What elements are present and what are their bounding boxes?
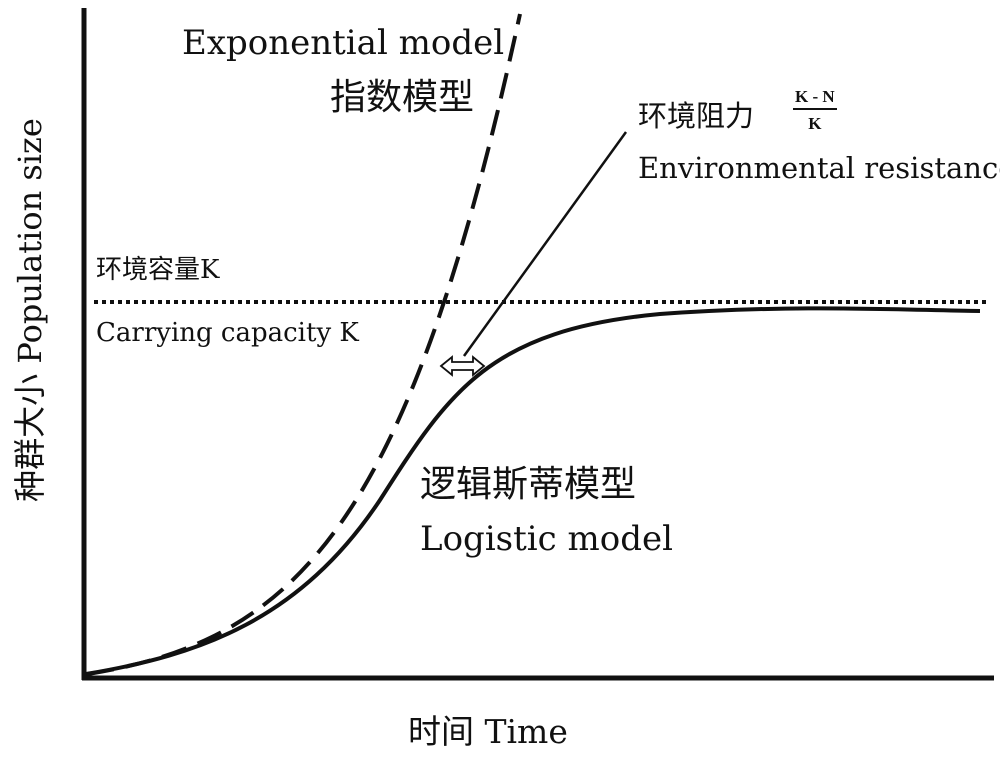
capacity-label-zh: 环境容量K <box>96 255 220 285</box>
logistic-label-zh: 逻辑斯蒂模型 <box>420 464 637 505</box>
resistance-label-zh: 环境阻力 <box>638 99 755 133</box>
capacity-label-en: Carrying capacity K <box>96 318 359 348</box>
y-axis-label: 种群大小 Population size <box>11 118 49 502</box>
logistic-curve <box>85 306 981 676</box>
x-axis-label: 时间 Time <box>408 712 568 751</box>
logistic-label-en: Logistic model <box>420 519 673 559</box>
resistance-double-arrow-icon <box>439 355 486 377</box>
resistance-pointer-line <box>462 131 628 357</box>
exponential-label-zh: 指数模型 <box>330 77 475 118</box>
resistance-fraction-denominator: K <box>808 114 822 133</box>
resistance-fraction: K - N K <box>793 88 837 132</box>
exponential-label-en: Exponential model <box>182 23 505 63</box>
resistance-fraction-numerator: K - N <box>793 88 837 110</box>
resistance-label-en: Environmental resistance <box>638 151 1000 185</box>
